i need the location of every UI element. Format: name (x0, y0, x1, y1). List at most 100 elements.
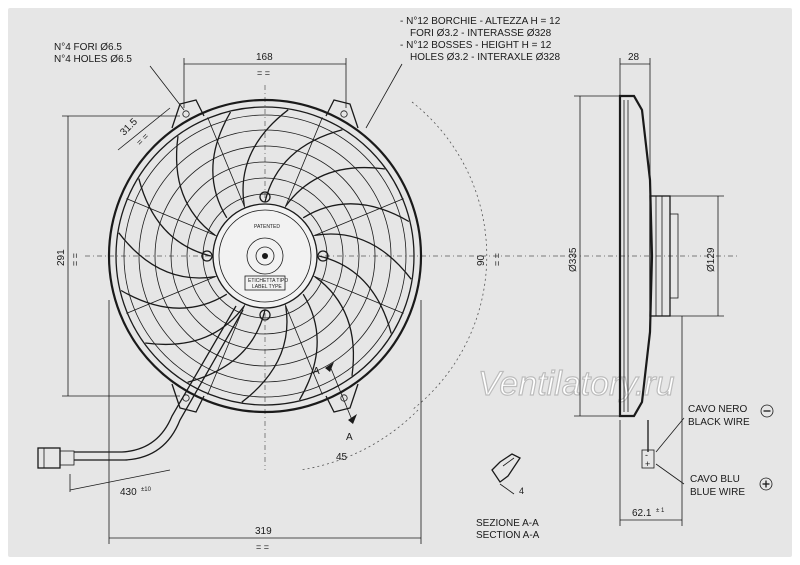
grille-ring (138, 129, 392, 383)
section-title-it: SEZIONE A-A (476, 518, 539, 529)
grille-spoke (314, 276, 355, 376)
section-cut-line (329, 365, 353, 421)
drawing-sheet (8, 8, 792, 557)
hub-boss-top (259, 191, 271, 203)
grille-spoke (302, 203, 410, 223)
section-boss-profile (491, 453, 521, 483)
black-wire-leader (655, 417, 685, 453)
dim-90-eq: = = (492, 253, 502, 266)
mounting-lug-bottom-right (325, 383, 359, 413)
motor-shaft-ring (246, 237, 284, 275)
grille-rib (126, 275, 218, 314)
dim-4-line (499, 483, 515, 495)
dim-430-leader (69, 469, 171, 491)
connector-latch (59, 450, 75, 466)
grille-spoke (212, 111, 232, 219)
note-holes-en: N°4 HOLES Ø6.5 (54, 54, 132, 65)
section-arrow-top (325, 362, 334, 372)
note-bosses-en-2: HOLES Ø3.2 - INTERAXLE Ø328 (410, 52, 560, 63)
dim-168-eq: = = (257, 68, 270, 78)
label-type-en: LABEL TYPE (252, 284, 282, 290)
label-type-it: ETICHETTA TIPO (248, 278, 288, 284)
note-bosses-leader (365, 63, 403, 129)
hub-boss-left (201, 250, 213, 262)
grille-spoke (241, 305, 288, 403)
grille-rib (207, 117, 246, 209)
circle-minus-icon (760, 404, 774, 418)
grille-spoke (138, 178, 212, 257)
grille-spoke (242, 109, 289, 207)
section-marker-bottom: A (346, 432, 353, 443)
note-holes-leader (149, 65, 185, 111)
grille-spoke (264, 129, 343, 203)
dim-129-value: Ø129 (706, 247, 717, 272)
hub-boss-bottom (259, 309, 271, 321)
dim-90-arc (411, 101, 488, 411)
section-aa-detail: 4 SEZIONE A-A SECTION A-A (476, 453, 540, 541)
note-bosses-it-2: FORI Ø3.2 - INTERASSE Ø328 (410, 28, 552, 39)
motor-hub-inner (218, 209, 312, 303)
mounting-lug-top-right (325, 99, 359, 129)
grille-rib (207, 303, 246, 395)
wire-black-it: CAVO NERO (688, 404, 747, 415)
fan-front-view: PATENTED ETICHETTA TIPO LABEL TYPE A A (37, 85, 560, 470)
fan-side-view: - + 28 Ø335 Ø129 62.1 ± 1 CAVO NERO BLAC… (560, 52, 774, 526)
side-motor-cap (669, 213, 679, 299)
wire-blue-en: BLUE WIRE (690, 487, 745, 498)
grille-spoke (285, 166, 385, 207)
dim-45-value: 45 (336, 452, 348, 463)
dim-319-eq: = = (256, 542, 269, 552)
section-title-en: SECTION A-A (476, 530, 540, 541)
motor-shaft-ring-inner (255, 246, 275, 266)
dim-4-value: 4 (519, 486, 524, 496)
grille-rings (123, 114, 407, 398)
grille-ring (202, 193, 328, 319)
hub-boss-right (317, 250, 329, 262)
dim-430-tol: ±10 (141, 487, 152, 493)
mounting-hole-top-left (182, 110, 190, 118)
dim-62-value: 62.1 (632, 508, 652, 519)
shroud-inner-ring (115, 106, 415, 406)
grille-spoke (187, 309, 266, 383)
grille-spokes (118, 109, 412, 403)
outer-shroud (107, 98, 423, 414)
section-arrow-bottom (348, 414, 357, 424)
grille-spoke (175, 136, 216, 236)
dim-335-value: Ø335 (568, 247, 579, 272)
circle-plus-icon (759, 477, 773, 491)
motor-wire-sheath-2 (74, 305, 237, 453)
grille-rib (312, 198, 404, 237)
grille-spoke (314, 233, 412, 280)
dim-319-value: 319 (255, 526, 272, 537)
patented-text: PATENTED (254, 224, 280, 230)
dim-430-value: 430 (120, 487, 137, 498)
grille-ring (170, 161, 360, 351)
wire-black-en: BLACK WIRE (688, 417, 750, 428)
grille-ribs (126, 117, 404, 395)
grille-rib (312, 275, 404, 314)
dim-31-5-line (117, 107, 171, 151)
dim-28-value: 28 (628, 52, 640, 63)
note-bosses-en-1: - N°12 BOSSES - HEIGHT H = 12 (400, 40, 552, 51)
watermark: Ventilatory.ru (478, 365, 675, 403)
label-type-box (244, 275, 286, 291)
grille-spoke (298, 293, 318, 401)
grille-rib (284, 117, 323, 209)
grille-ring (186, 177, 344, 335)
motor-shaft (262, 253, 268, 259)
grille-ring (123, 114, 407, 398)
grille-rib (126, 198, 218, 237)
grille-spoke (118, 232, 216, 279)
wire-blue-it: CAVO BLU (690, 474, 740, 485)
mounting-hole-top-right (340, 110, 348, 118)
note-holes-it: N°4 FORI Ø6.5 (54, 42, 122, 53)
blue-wire-leader (655, 463, 685, 485)
side-shroud-profile (618, 94, 654, 418)
dim-90-value: 90 (476, 254, 487, 266)
grille-spoke (318, 255, 392, 334)
dim-62-tol: ± 1 (656, 508, 665, 514)
wire-connector (37, 447, 75, 469)
dim-291-value: 291 (56, 249, 67, 266)
